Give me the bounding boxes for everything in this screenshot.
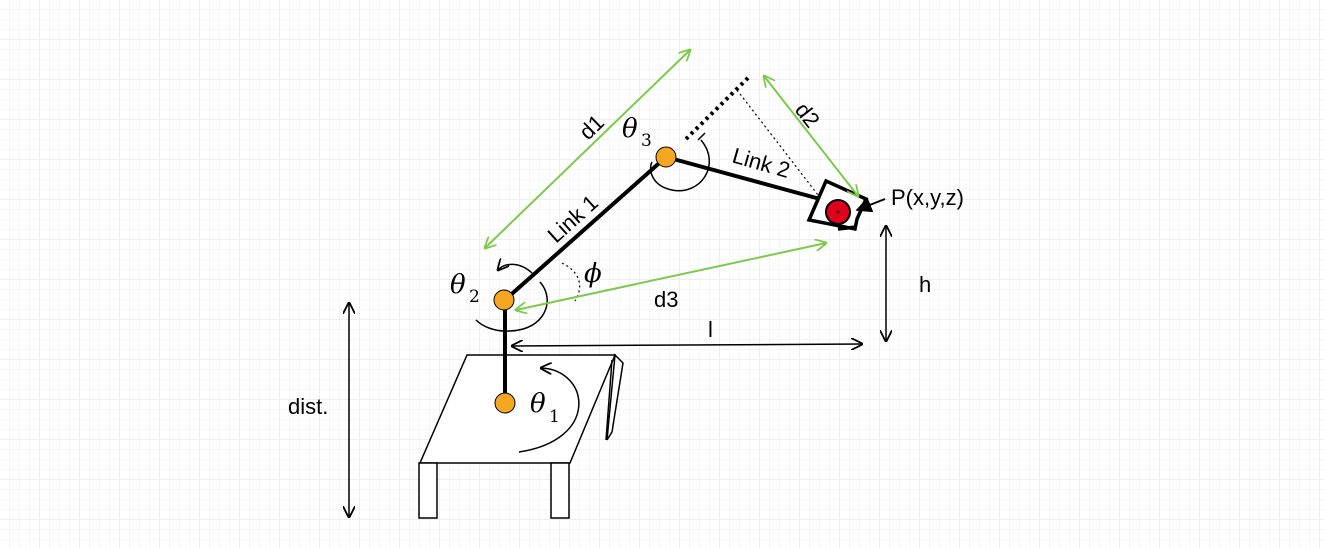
- theta3-label: θ 3: [622, 114, 652, 151]
- svg-text:θ: θ: [450, 270, 466, 300]
- joint-elbow: [655, 146, 677, 168]
- svg-text:3: 3: [641, 131, 652, 151]
- theta1-rotation-arc: [518, 368, 580, 453]
- joint-shoulder: [493, 289, 515, 311]
- table-top: [418, 354, 617, 464]
- svg-text:θ: θ: [530, 389, 546, 419]
- d3-dimension-line: [516, 243, 826, 310]
- theta1-label: θ 1: [530, 389, 560, 427]
- svg-text:2: 2: [469, 287, 480, 307]
- phi-angle-dotted: [561, 262, 581, 302]
- joint-base: [494, 392, 516, 414]
- link1-extension-dotted: [684, 74, 752, 141]
- point-label: P(x,y,z): [891, 185, 964, 210]
- target-pointer-arrow: [855, 197, 886, 213]
- d2-dimension-line: [764, 76, 858, 196]
- d1-label: d1: [574, 110, 609, 145]
- phi-label: ϕ: [584, 259, 602, 289]
- svg-text:θ: θ: [622, 114, 638, 144]
- theta2-rotation-arc: [498, 264, 533, 274]
- l-dimension-line: [512, 344, 862, 346]
- theta3-arc-head: [697, 132, 706, 141]
- table-leg-front-left: [418, 462, 438, 519]
- table-leg-front-right: [550, 462, 570, 519]
- d1-dimension-line: [485, 50, 690, 248]
- d3-label: d3: [654, 287, 678, 312]
- theta2-label: θ 2: [450, 270, 480, 307]
- table: [418, 353, 624, 519]
- table-leg-back-right: [606, 353, 624, 441]
- svg-text:1: 1: [549, 407, 560, 427]
- d2-label: d2: [790, 98, 825, 133]
- dist-label: dist.: [288, 394, 328, 419]
- l-label: l: [708, 317, 713, 342]
- h-label: h: [919, 272, 931, 297]
